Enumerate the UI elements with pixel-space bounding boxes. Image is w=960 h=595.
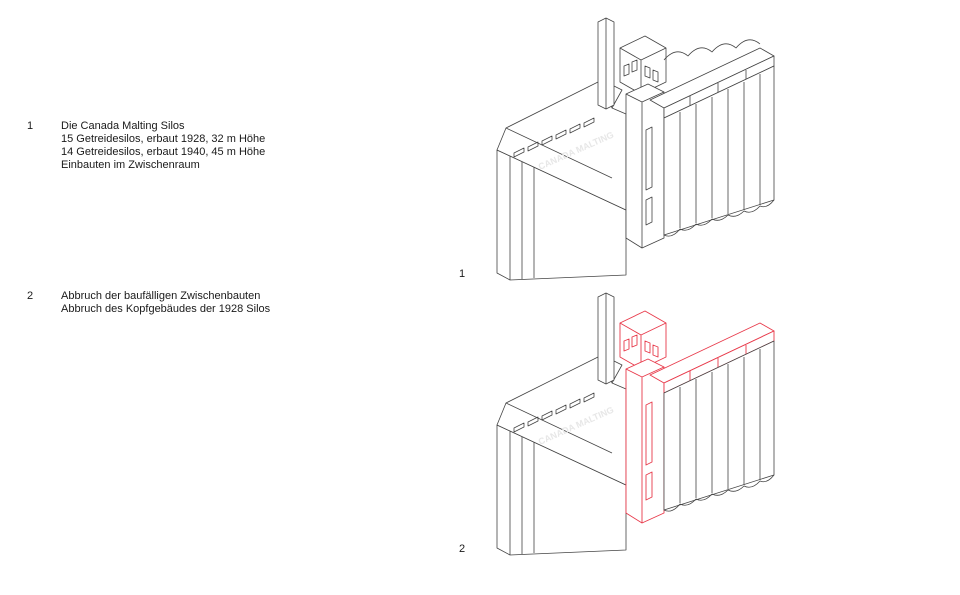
step-1-line: Einbauten im Zwischenraum xyxy=(61,159,200,171)
silo-1928-window-row xyxy=(513,392,595,433)
intermediate-structures xyxy=(625,83,665,249)
conveyor-gallery xyxy=(649,47,775,119)
step-2-line: Abbruch der baufälligen Zwischenbauten xyxy=(61,290,261,302)
silo-1940-cylinders xyxy=(663,340,775,512)
silo-1928-window-row xyxy=(513,117,595,158)
step-1-line: 14 Getreidesilos, erbaut 1940, 45 m Höhe xyxy=(61,146,266,158)
step-1-line: Die Canada Malting Silos xyxy=(61,120,185,132)
step-2-number: 2 xyxy=(27,290,34,302)
silo-1928-ribs xyxy=(509,431,535,555)
step-1-number: 1 xyxy=(27,120,34,132)
head-building-demolished xyxy=(619,310,667,370)
figure-2-label: 2 xyxy=(459,543,466,555)
step-1-line: 15 Getreidesilos, erbaut 1928, 32 m Höhe xyxy=(61,133,266,145)
step-2-description: Abbruch der baufälligen Zwischenbauten A… xyxy=(61,290,361,316)
figure-1-label: 1 xyxy=(459,268,466,280)
silo-drawing-existing: CANADA MALTING xyxy=(496,17,775,281)
head-building xyxy=(619,35,667,95)
step-2-line: Abbruch des Kopfgebäudes der 1928 Silos xyxy=(61,303,271,315)
silo-drawing-demolition: CANADA MALTING xyxy=(496,292,775,556)
conveyor-gallery-demolished xyxy=(649,322,775,394)
silo-1940-cylinders xyxy=(663,39,775,237)
step-1-description: Die Canada Malting Silos 15 Getreidesilo… xyxy=(61,120,361,172)
intermediate-structures-demolished xyxy=(625,358,665,524)
silo-1928-ribs xyxy=(509,156,535,280)
